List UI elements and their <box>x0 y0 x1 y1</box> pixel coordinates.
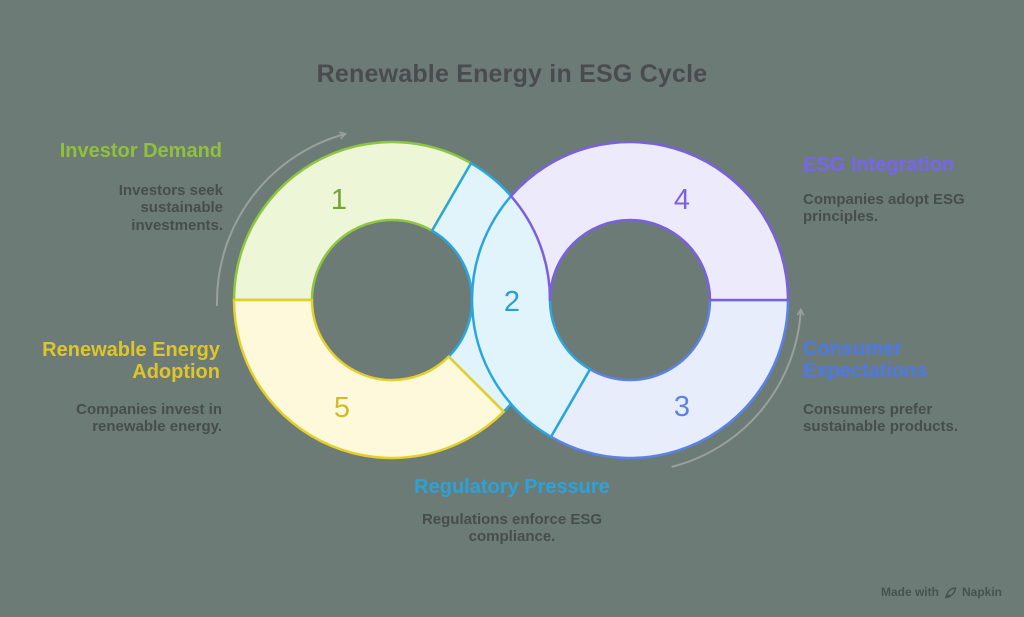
cycle-arrow-right <box>671 310 801 468</box>
segment-number-2: 2 <box>504 286 520 318</box>
segment-investor-demand <box>232 140 473 302</box>
label-renewable-energy-adoption: Renewable Energy Adoption <box>42 339 220 383</box>
label-esg-integration: ESG Integration <box>803 154 955 176</box>
desc-esg-integration: Companies adopt ESG principles. <box>803 191 965 226</box>
segment-number-5: 5 <box>334 392 350 424</box>
desc-consumer-expectations: Consumers prefer sustainable products. <box>803 401 959 436</box>
desc-investor-demand: Investors seek sustainable investments. <box>118 182 223 234</box>
segment-number-1: 1 <box>331 184 347 216</box>
segment-number-4: 4 <box>674 184 690 216</box>
segment-esg-integration <box>509 140 790 302</box>
label-consumer-expectations: Consumer Expectations <box>803 338 928 382</box>
label-investor-demand: Investor Demand <box>59 140 222 162</box>
desc-regulatory-pressure: Regulations enforce ESG compliance. <box>421 511 603 546</box>
cycle-arrow-left <box>215 134 345 307</box>
desc-renewable-energy-adoption: Companies invest in renewable energy. <box>76 401 222 436</box>
segment-renewable-energy-adoption <box>232 298 505 460</box>
segment-number-3: 3 <box>674 391 690 423</box>
napkin-logo-icon <box>944 586 957 599</box>
label-regulatory-pressure: Regulatory Pressure <box>414 476 610 498</box>
watermark: Made with Napkin <box>881 585 1002 599</box>
watermark-brand: Napkin <box>961 585 1002 599</box>
diagram-title: Renewable Energy in ESG Cycle <box>316 60 708 88</box>
watermark-made-with: Made with <box>880 585 939 599</box>
segment-consumer-expectations <box>549 298 790 460</box>
